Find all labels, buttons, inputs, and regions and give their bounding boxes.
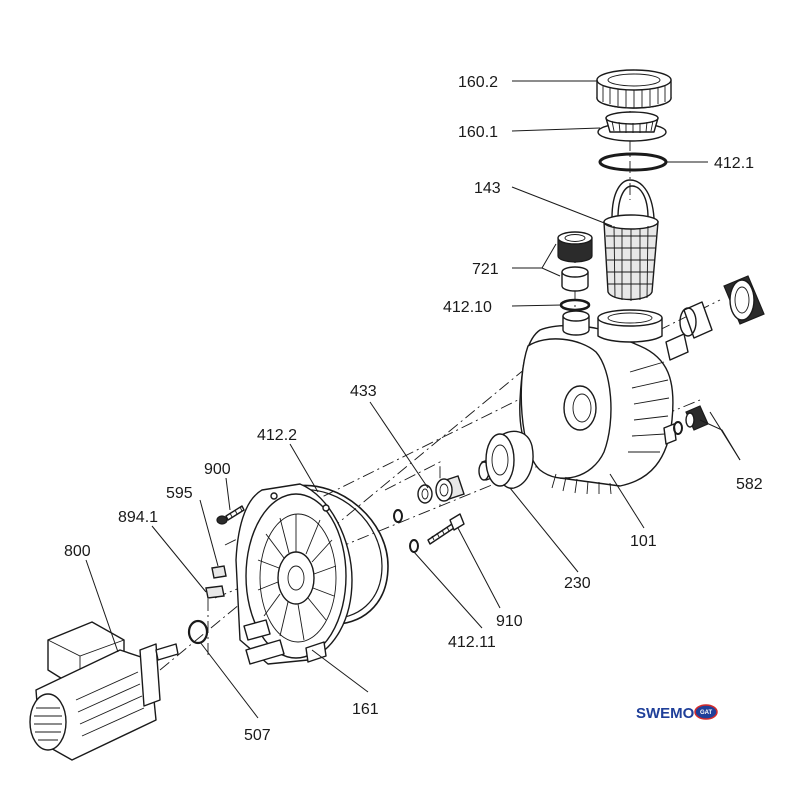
callout-labels: 160.2 160.1 412.1 143 721 412.10 433 412… (64, 74, 763, 744)
brand-logo-badge (694, 704, 718, 720)
part-412-2-large-oring (295, 484, 389, 625)
label-412-2: 412.2 (257, 427, 297, 444)
label-161: 161 (352, 701, 379, 718)
part-900-screw (216, 505, 245, 525)
label-507: 507 (244, 727, 271, 744)
label-143: 143 (474, 180, 501, 197)
label-160-2: 160.2 (458, 74, 498, 91)
label-894-1: 894.1 (118, 509, 158, 526)
part-230-impeller (478, 430, 534, 489)
part-910-bolt (427, 513, 465, 545)
brand-logo: SWEMO GAT (636, 704, 718, 722)
label-412-11: 412.11 (448, 634, 496, 651)
part-143-strainer-basket (603, 179, 659, 301)
part-433-seal (393, 475, 465, 523)
part-721-union (557, 231, 593, 292)
label-582: 582 (736, 476, 763, 493)
label-595: 595 (166, 485, 193, 502)
part-507-ring (187, 619, 209, 645)
part-101-pump-housing (519, 309, 689, 495)
part-894-1-pad (205, 585, 225, 599)
label-721: 721 (472, 261, 499, 278)
part-582-drain-plugs (673, 405, 709, 435)
label-800: 800 (64, 543, 91, 560)
part-412-1-oring (598, 152, 668, 172)
brand-logo-text: SWEMO (636, 705, 695, 722)
part-800-motor (29, 621, 179, 761)
label-900: 900 (204, 461, 231, 478)
label-910: 910 (496, 613, 523, 630)
leader-lines (85, 80, 741, 719)
part-160-2-lid (596, 69, 672, 109)
label-433: 433 (350, 383, 377, 400)
label-160-1: 160.1 (458, 124, 498, 141)
part-412-11-oring (409, 539, 419, 553)
label-230: 230 (564, 575, 591, 592)
label-412-1: 412.1 (714, 155, 754, 172)
label-412-10: 412.10 (443, 299, 492, 316)
brand-logo-badge-text: GAT (700, 710, 713, 716)
part-discharge-union (679, 275, 765, 339)
part-595-pad (211, 565, 227, 579)
part-160-1-insert (597, 111, 667, 142)
part-161-casing-cover (235, 483, 353, 665)
label-101: 101 (630, 533, 657, 550)
